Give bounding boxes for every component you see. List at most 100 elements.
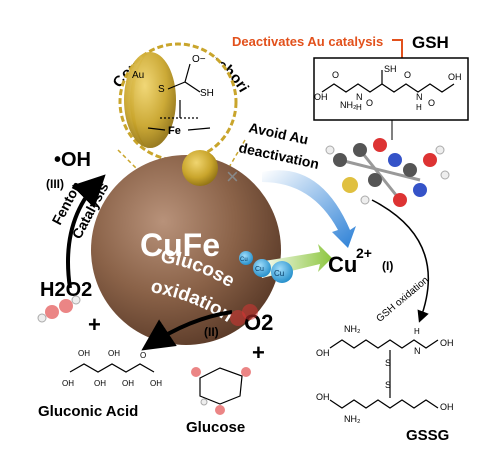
gsh-title: GSH	[412, 33, 449, 52]
gssg-title: GSSG	[406, 427, 449, 444]
h2o2-atom-h2	[71, 295, 81, 305]
cu-ion-medium	[253, 259, 271, 277]
gsh-n1: N	[356, 92, 363, 102]
gsh-oh1: OH	[314, 92, 328, 102]
cufe-particle: CuFe Glucose oxidation	[91, 150, 281, 345]
gssg-s-bot: S	[385, 380, 391, 390]
atom-c3	[403, 163, 417, 177]
cu-ion-small-label: Cu	[240, 257, 248, 263]
glucose-title: Glucose	[186, 419, 245, 436]
gssg-n: N	[414, 346, 421, 356]
gssg-oh-tr: OH	[440, 338, 454, 348]
fenton-arrow	[66, 174, 106, 289]
glucose-group: Glucose	[186, 367, 251, 436]
cu2-label: Cu	[328, 252, 357, 277]
atom-s	[342, 177, 358, 193]
o2-group: O2 +	[230, 304, 273, 365]
inset-fe-bond-l	[147, 127, 166, 131]
glucose-atom-2	[241, 367, 251, 377]
atom-h1	[325, 145, 335, 155]
atom-h2	[440, 170, 450, 180]
gluconic-oh5: OH	[122, 379, 134, 388]
gold-cap	[124, 52, 176, 148]
gluconic-acid-group: OH OH OH OH OH OH O Gluconic Acid	[38, 349, 162, 420]
gsh-h1: H	[356, 103, 362, 112]
gsh-o3: O	[404, 70, 411, 80]
h2o2-group: H2O2 +	[37, 279, 101, 337]
gluconic-chain	[69, 363, 155, 373]
inset-bond-1	[167, 81, 186, 90]
plus-right: +	[252, 340, 265, 365]
blocked-x-mark: ×	[226, 164, 239, 189]
gssg-oh-tl: OH	[316, 348, 330, 358]
inset-sh-label: SH	[200, 88, 214, 99]
gsh-o4: O	[428, 98, 435, 108]
gluconic-acid-title: Gluconic Acid	[38, 403, 138, 420]
avoid-label-line2: deactivation	[237, 139, 320, 172]
gsh-oxidation-arrow	[371, 199, 429, 323]
inset-o-minus-label: O−	[192, 54, 206, 65]
gsh-oxidation-label: GSH oxidation	[374, 275, 430, 325]
step-2-arrow	[141, 310, 233, 351]
atom-h3	[360, 195, 370, 205]
atom-o1	[373, 138, 387, 152]
atom-n1	[388, 153, 402, 167]
hydroxyl-radical-label: •OH	[54, 149, 91, 171]
cu-ion-large	[271, 261, 293, 283]
gluconic-oh6: OH	[150, 379, 162, 388]
deactivates-label: Deactivates Au catalysis	[232, 34, 383, 49]
plus-left: +	[88, 312, 101, 337]
gluconic-o: O	[140, 351, 146, 360]
step-2-label: (II)	[204, 325, 219, 339]
inset-bond-2	[184, 81, 201, 93]
gssg-structure: S S NH₂ NH₂ OH OH OH OH N H GSSG	[316, 324, 454, 444]
cu-ion-small	[239, 251, 253, 265]
atom-c4	[368, 173, 382, 187]
gsh-skeleton	[321, 83, 455, 93]
h2o2-atom-o2	[59, 299, 73, 313]
h2o2-label: H2O2	[40, 279, 92, 301]
gsh-nh2: NH₂	[340, 100, 357, 110]
atom-h4	[435, 145, 445, 155]
gssg-bottom-chain	[329, 399, 439, 409]
atom-o2	[423, 153, 437, 167]
atom-n2	[413, 183, 427, 197]
gsh-n2: N	[416, 92, 423, 102]
deactivates-connector	[392, 39, 403, 58]
atom-c1	[333, 153, 347, 167]
gssg-nh2-top: NH₂	[344, 324, 361, 334]
step-1-label: (I)	[382, 259, 393, 273]
gsh-oh2: OH	[448, 72, 462, 82]
atom-o3	[393, 193, 407, 207]
o2-atom-2	[242, 304, 258, 320]
blue-arrow	[262, 170, 356, 248]
inset-fe-bond-r	[187, 127, 211, 131]
inset-fe-label: Fe	[168, 125, 181, 137]
gsh-3d-model	[325, 138, 450, 207]
inset-s-label: S	[158, 84, 165, 95]
glucose-atom-3	[215, 405, 225, 415]
glucose-atom-1	[191, 367, 201, 377]
glucose-atom-4	[200, 398, 208, 406]
inset-au-label: Au	[132, 70, 144, 81]
cu-ion-medium-label: Cu	[255, 266, 264, 273]
step-3-label: (III)	[46, 177, 64, 191]
gluconic-oh1: OH	[62, 379, 74, 388]
cu2-superscript: 2+	[356, 245, 372, 261]
gsh-panel: Deactivates Au catalysis GSH SH NH₂ OH O…	[232, 33, 469, 140]
particle-cufe-label: CuFe	[140, 227, 220, 263]
atom-c2	[353, 143, 367, 157]
cu-ion-large-label: Cu	[274, 269, 284, 278]
gssg-s-top: S	[385, 358, 391, 368]
gsh-o1: O	[332, 70, 339, 80]
h2o2-atom-o1	[45, 305, 59, 319]
gluconic-oh2: OH	[78, 349, 90, 358]
gssg-nh2-bot: NH₂	[344, 414, 361, 424]
gsh-sh: SH	[384, 64, 397, 74]
o2-atom-1	[230, 310, 246, 326]
gsh-structure-box	[313, 57, 469, 121]
gsh-o2: O	[366, 98, 373, 108]
particle-body	[91, 155, 281, 345]
gold-particle	[182, 150, 218, 186]
